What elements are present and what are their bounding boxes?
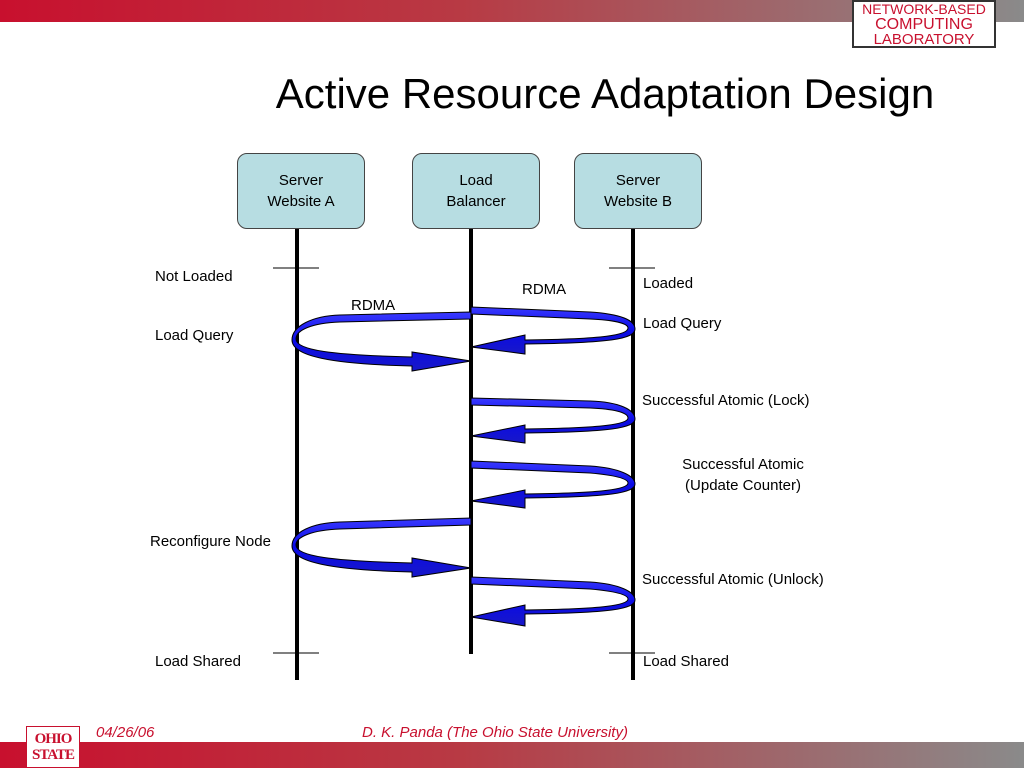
page-title: Active Resource Adaptation Design bbox=[275, 70, 935, 117]
state-label-not-loaded: Not Loaded bbox=[155, 268, 233, 285]
step-label-load-query: Load Query bbox=[155, 327, 234, 344]
lab-logo-line: LABORATORY bbox=[873, 30, 975, 48]
rdma-label: RDMA bbox=[351, 297, 396, 314]
step-label-atomic-update: Successful Atomic (Update Counter) bbox=[664, 454, 822, 496]
lab-logo: NETWORK-BASED COMPUTING LABORATORY bbox=[852, 0, 996, 48]
rdma-label: RDMA bbox=[522, 281, 567, 298]
curved-arrow-icon bbox=[470, 460, 636, 509]
entity-label: Load bbox=[459, 172, 493, 189]
state-label-load-shared: Load Shared bbox=[643, 653, 729, 670]
logo-line: OHIO bbox=[34, 731, 73, 747]
step-label-reconfigure-node: Reconfigure Node bbox=[150, 533, 271, 550]
step-label-line: Successful Atomic bbox=[682, 456, 804, 473]
entity-server-website-a: Server Website A bbox=[237, 153, 365, 229]
lab-logo-line: COMPUTING bbox=[875, 15, 973, 33]
top-band bbox=[0, 0, 1024, 22]
curved-arrow-icon bbox=[470, 306, 636, 355]
curved-arrow-icon bbox=[291, 311, 472, 372]
footer-date: 04/26/06 bbox=[96, 724, 155, 741]
footer-author: D. K. Panda (The Ohio State University) bbox=[362, 724, 628, 741]
step-label-atomic-lock: Successful Atomic (Lock) bbox=[642, 392, 810, 409]
entity-label: Server bbox=[278, 172, 324, 189]
state-label-loaded: Loaded bbox=[643, 275, 694, 292]
state-label-load-shared: Load Shared bbox=[155, 653, 241, 670]
curved-arrow-icon bbox=[470, 397, 636, 444]
lab-logo-line: NETWORK-BASED bbox=[862, 0, 986, 17]
entity-label: Website A bbox=[267, 193, 335, 210]
bottom-band bbox=[0, 742, 1024, 768]
ohio-state-logo: OHIO STATE bbox=[26, 726, 80, 768]
curved-arrow-icon bbox=[291, 517, 472, 578]
entity-label: Balancer bbox=[446, 193, 506, 210]
step-label-load-query: Load Query bbox=[643, 315, 722, 332]
curved-arrow-icon bbox=[470, 576, 636, 627]
step-label-atomic-unlock: Successful Atomic (Unlock) bbox=[642, 571, 824, 588]
entity-label: Website B bbox=[603, 193, 673, 210]
entity-label: Server bbox=[615, 172, 661, 189]
entity-server-website-b: Server Website B bbox=[574, 153, 702, 229]
logo-line: STATE bbox=[32, 747, 75, 763]
entity-load-balancer: Load Balancer bbox=[412, 153, 540, 229]
step-label-line: (Update Counter) bbox=[685, 477, 801, 494]
